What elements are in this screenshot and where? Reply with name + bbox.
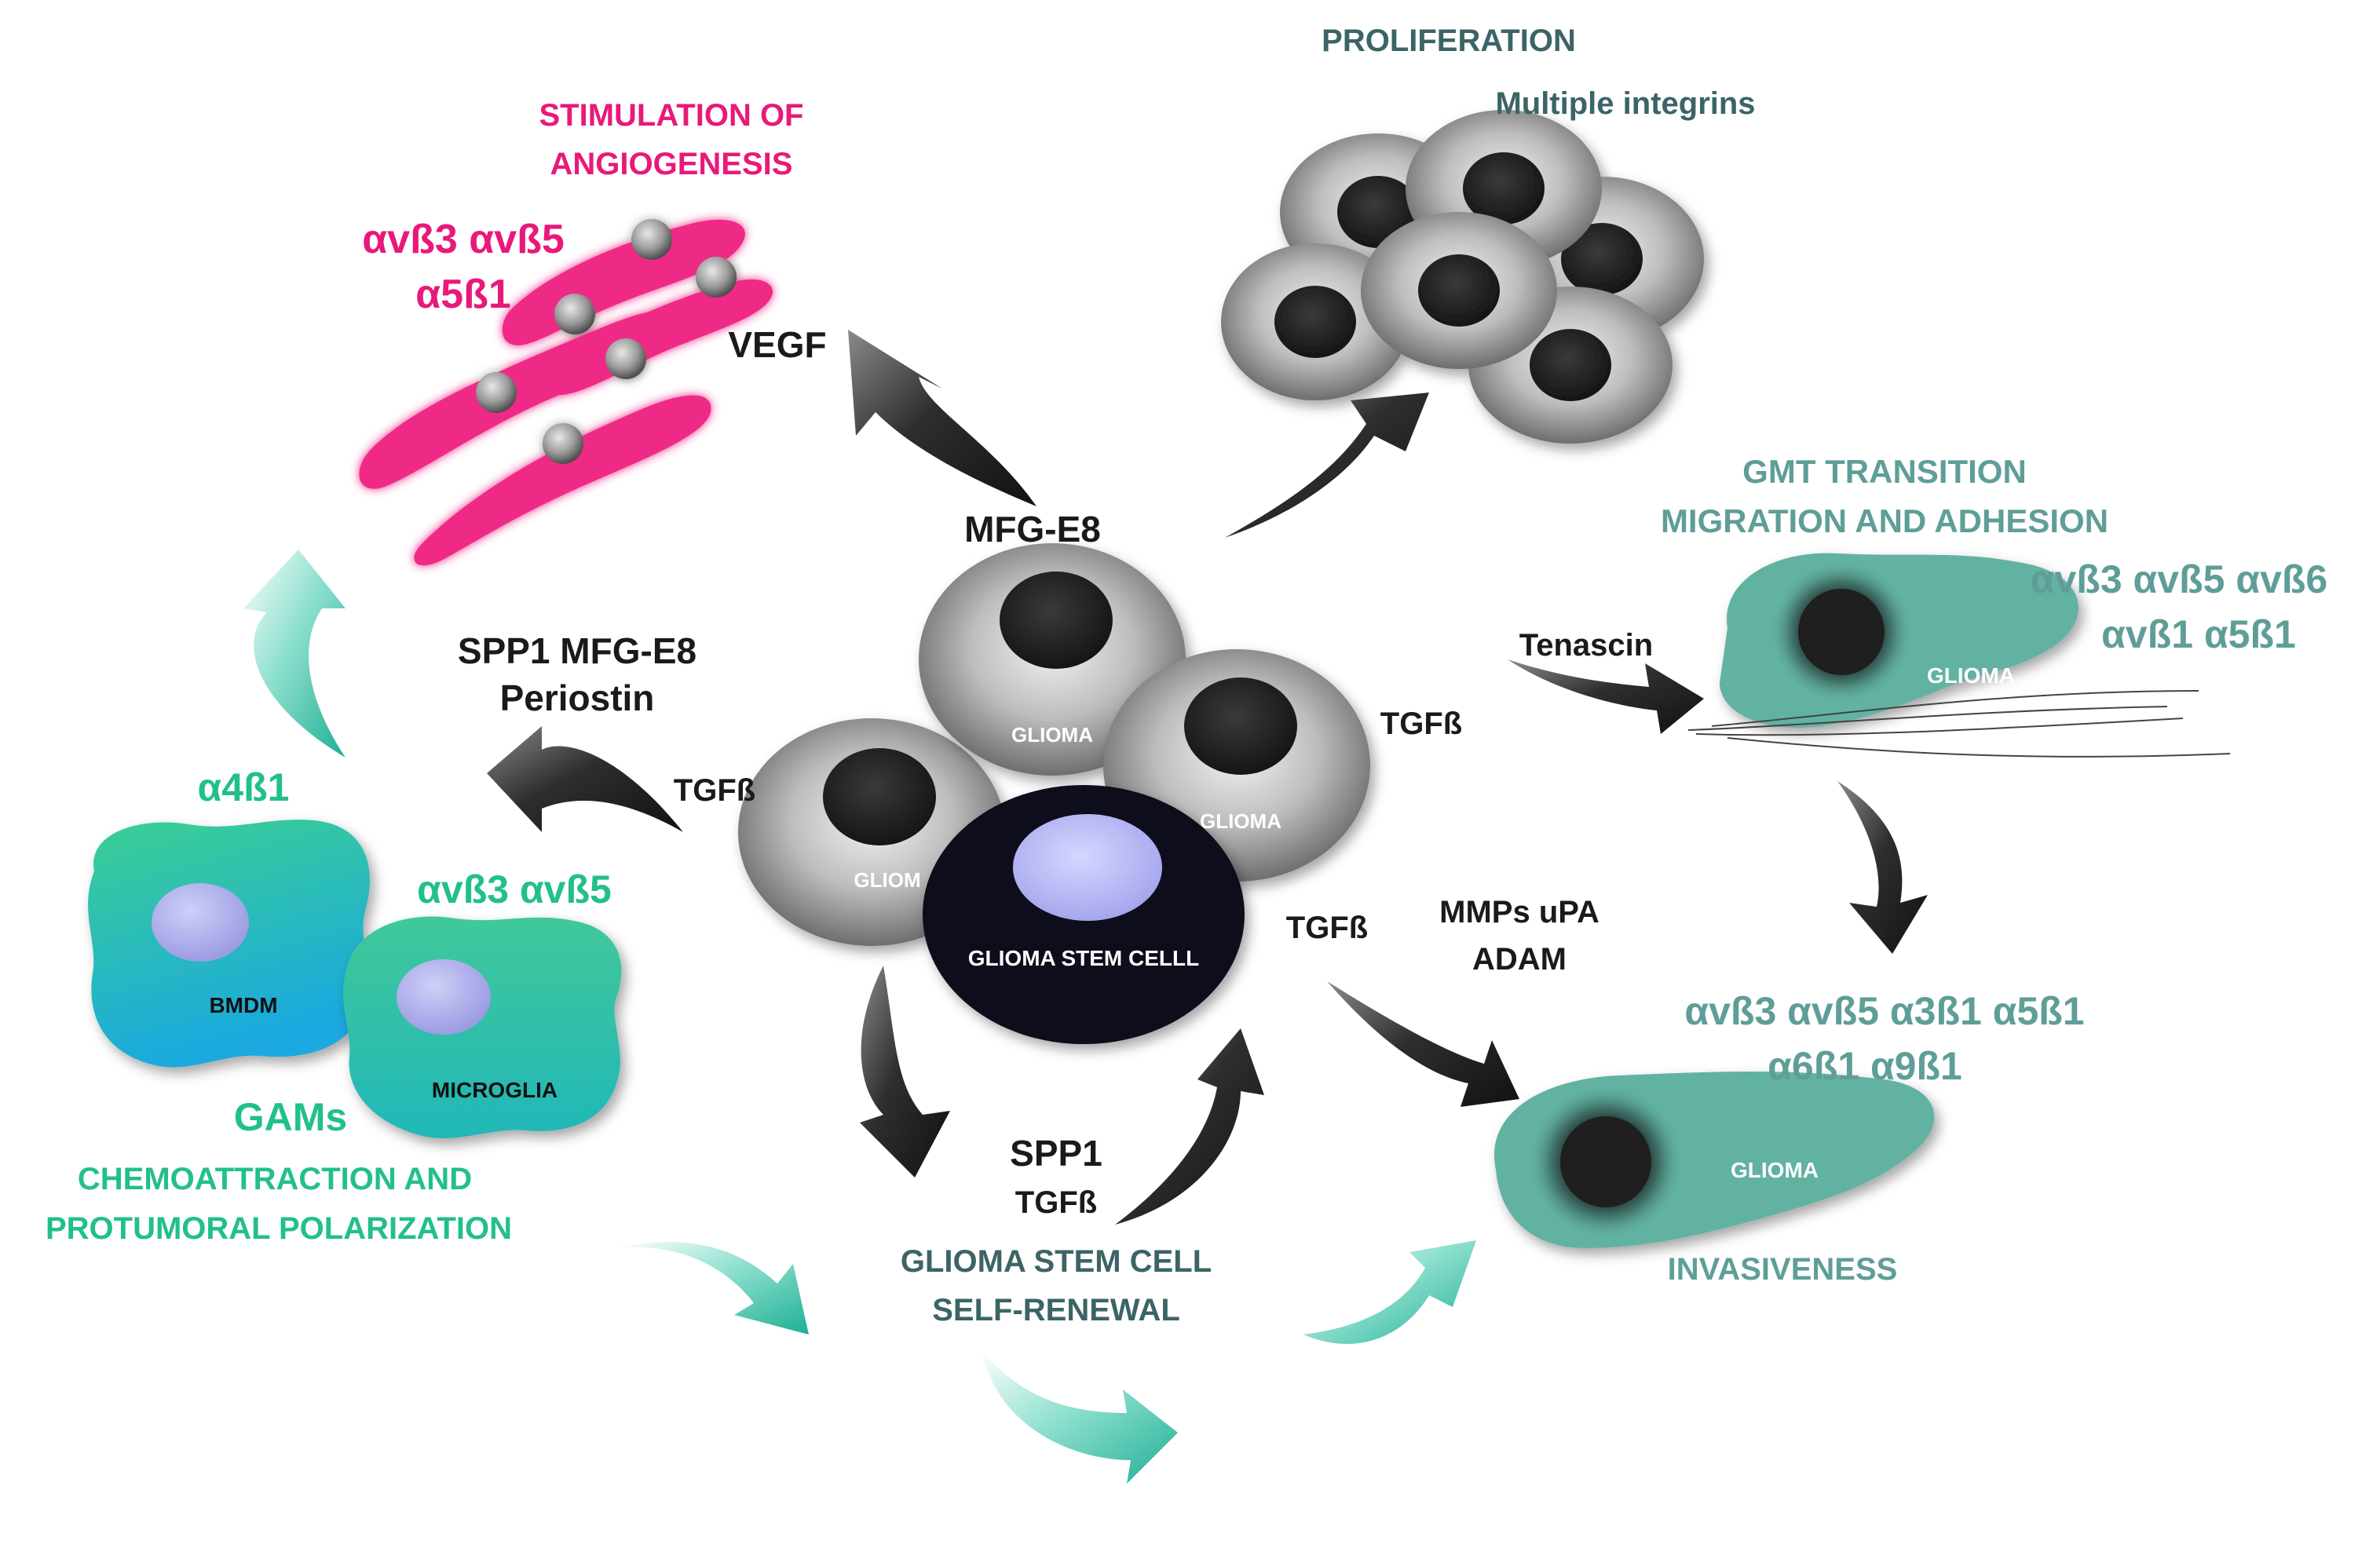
arrow-to-self-renewal: [860, 966, 950, 1178]
invasion-title: INVASIVENESS: [1668, 1252, 1898, 1287]
arrow-to-proliferation: [1225, 393, 1429, 538]
invasion-integrins-line1: αvß3 αvß5 α3ß1 α5ß1: [1684, 989, 2084, 1033]
teal-arrow-bottom: [982, 1350, 1178, 1484]
angiogenesis-integrins-line2: α5ß1: [415, 272, 511, 317]
bmdm-label: BMDM: [209, 993, 277, 1017]
invasion-integrins-line2: α6ß1 α9ß1: [1768, 1044, 1962, 1088]
stem-tgfb-label: TGFß: [1015, 1185, 1097, 1220]
gams-title: GAMs: [234, 1095, 347, 1139]
stem-spp1-label: SPP1: [1010, 1133, 1102, 1174]
gmt-migrating-cell: [1687, 553, 2231, 758]
tenascin-label: Tenascin: [1519, 628, 1653, 663]
gam-cells: [88, 820, 622, 1138]
gmt-cell-label: GLIOMA: [1927, 663, 2015, 688]
proliferation-title: PROLIFERATION: [1322, 24, 1576, 58]
glioma-top-label: GLIOMA: [1011, 723, 1093, 747]
arrow-gmt-to-invasion: [1837, 781, 1928, 954]
invasion-cell-label: GLIOMA: [1731, 1158, 1819, 1182]
arrow-from-self-renewal: [1115, 1028, 1264, 1225]
invasion-factors-line1: MMPs uPA: [1439, 895, 1599, 929]
invasive-cell: [1493, 1072, 1935, 1248]
angiogenesis-title-line1: STIMULATION OF: [539, 98, 804, 133]
gams-desc-line1: CHEMOATTRACTION AND: [78, 1162, 472, 1196]
teal-arrow-to-invasion: [1303, 1240, 1476, 1344]
stem-title-line2: SELF-RENEWAL: [932, 1293, 1180, 1327]
invasion-tgfb-label: TGFß: [1286, 911, 1368, 945]
proliferation-integrins: Multiple integrins: [1495, 86, 1755, 121]
stem-title-line1: GLIOMA STEM CELL: [901, 1244, 1212, 1279]
arrow-to-invasion: [1327, 981, 1519, 1107]
gmt-title-line2: MIGRATION AND ADHESION: [1661, 502, 2108, 539]
gams-tgfb-label: TGFß: [674, 773, 755, 808]
mfge8-label: MFG-E8: [964, 509, 1101, 550]
arrow-to-gmt: [1508, 659, 1704, 734]
arrow-to-angiogenesis: [848, 330, 1036, 506]
teal-arrow-gams-down: [612, 1242, 809, 1335]
gmt-tgfb-label: TGFß: [1380, 707, 1462, 741]
endothelial-cells: [359, 219, 773, 566]
gmt-integrins-line1: αvß3 αvß5 αvß6: [2031, 557, 2327, 601]
teal-arrows: [243, 550, 1476, 1484]
central-glioma-cluster: [738, 543, 1370, 1044]
invasion-factors-line2: ADAM: [1472, 942, 1567, 977]
microglia-label: MICROGLIA: [432, 1078, 558, 1102]
gams-desc-line2: PROTUMORAL POLARIZATION: [46, 1211, 512, 1246]
gams-factors-line2: Periostin: [500, 677, 655, 718]
glioma-right-label: GLIOMA: [1200, 809, 1281, 833]
dark-arrows: [487, 330, 1928, 1225]
glioma-stem-cell-label: GLIOMA STEM CELLL: [968, 946, 1200, 970]
angiogenesis-title-line2: ANGIOGENESIS: [550, 147, 793, 181]
microglia-cell: [342, 916, 622, 1138]
teal-arrow-to-angiogenesis: [243, 550, 345, 758]
gmt-title-line1: GMT TRANSITION: [1742, 453, 2027, 490]
angiogenesis-integrins-line1: αvß3 αvß5: [362, 217, 565, 262]
gmt-integrins-line2: αvß1 α5ß1: [2101, 612, 2296, 656]
arrow-to-gams: [487, 726, 683, 832]
ecm-fibers: [1687, 690, 2231, 758]
gams-integrin-a4b1: α4ß1: [198, 765, 290, 809]
proliferation-cell-cluster: [1221, 110, 1704, 444]
gams-factors-line1: SPP1 MFG-E8: [458, 630, 696, 671]
glioma-left-label: GLIOM: [854, 868, 920, 892]
vegf-label: VEGF: [728, 324, 826, 365]
gams-integrins-avb: αvß3 αvß5: [417, 867, 612, 911]
